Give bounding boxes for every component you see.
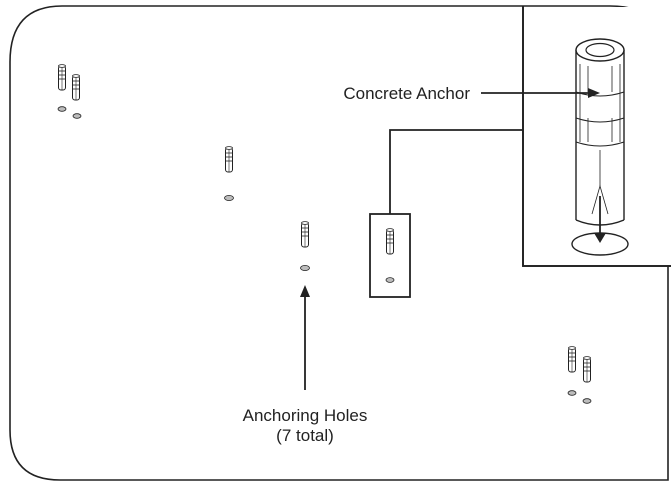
anchoring-holes-pointer bbox=[300, 285, 310, 390]
concrete-anchor bbox=[72, 74, 80, 101]
anchoring-hole bbox=[72, 113, 82, 119]
detail-callout-box bbox=[369, 213, 411, 298]
detail-inset bbox=[522, 6, 671, 267]
concrete-anchor-pointer bbox=[481, 88, 600, 98]
anchor-highlight-box bbox=[369, 213, 411, 298]
anchoring-holes-count-label: (7 total) bbox=[276, 426, 334, 445]
anchoring-holes-label: Anchoring Holes bbox=[243, 406, 368, 425]
anchoring-hole bbox=[224, 194, 234, 201]
concrete-anchor bbox=[58, 64, 66, 91]
concrete-anchor bbox=[583, 356, 591, 383]
concrete-anchor-label: Concrete Anchor bbox=[343, 84, 470, 103]
anchoring-hole bbox=[567, 390, 577, 396]
anchor-pair-bottom-right bbox=[567, 346, 592, 404]
concrete-anchor bbox=[225, 146, 233, 173]
callout-connector bbox=[389, 129, 523, 214]
anchoring-hole bbox=[582, 398, 592, 404]
concrete-anchor bbox=[568, 346, 576, 373]
concrete-anchor bbox=[301, 221, 309, 248]
anchor-single-upper bbox=[224, 146, 234, 201]
anchoring-hole bbox=[57, 106, 67, 112]
anchoring-hole bbox=[300, 264, 310, 271]
anchor-pair-top-left bbox=[57, 64, 82, 119]
anchor-single-center bbox=[300, 221, 310, 271]
concrete-anchor bbox=[386, 228, 394, 255]
concrete-anchor-detail bbox=[575, 38, 625, 243]
anchoring-hole bbox=[385, 277, 395, 283]
